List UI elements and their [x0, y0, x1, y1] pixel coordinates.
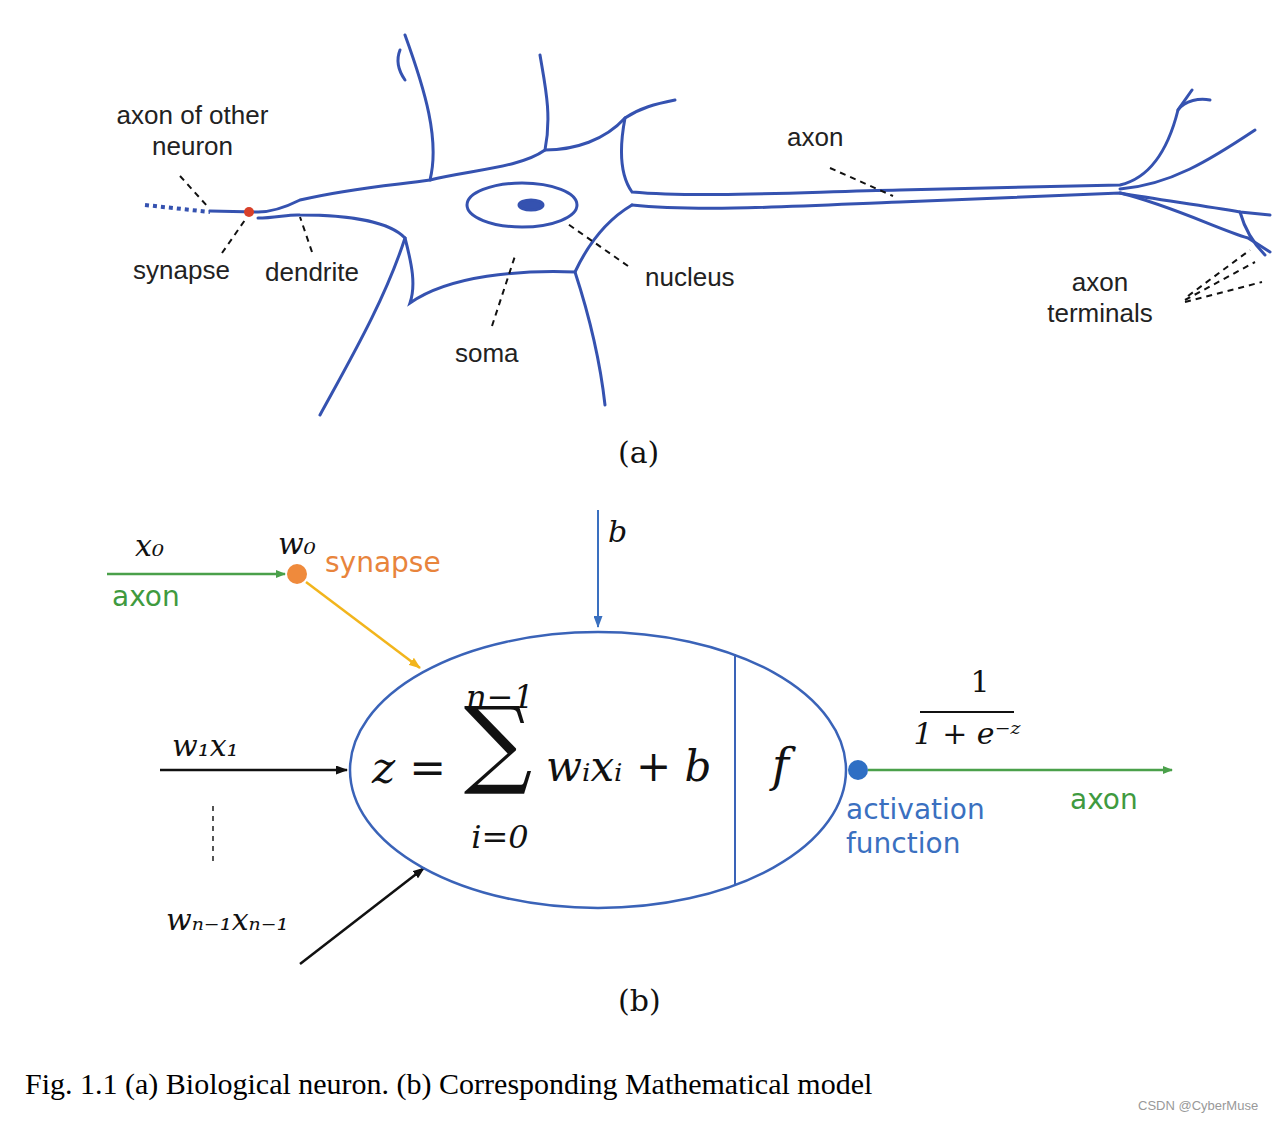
part-name: nucleus	[645, 262, 735, 293]
part-name: synapse	[133, 255, 230, 286]
fraction-denominator: 1 + e⁻ᶻ	[914, 716, 1021, 752]
neuron-body: z =n−1∑i=0wᵢxᵢ + bf	[348, 630, 848, 910]
part-name: axon of other neuron	[100, 100, 285, 162]
part-name: dendrite	[265, 257, 359, 288]
model-wires	[107, 510, 1172, 964]
bias-symbol: b	[608, 514, 627, 550]
figure-caption: Fig. 1.1 (a) Biological neuron. (b) Corr…	[25, 1066, 872, 1102]
formula-rhs: wᵢxᵢ + b	[546, 742, 711, 792]
watermark: CSDN @CyberMuse	[1138, 1098, 1258, 1114]
part-name: axon	[112, 580, 180, 614]
other-axon	[145, 205, 210, 212]
part-name: axon	[1070, 783, 1138, 817]
part-name: activation function	[846, 793, 1016, 860]
panel-label: (a)	[618, 435, 659, 471]
part-name: axon terminals	[1030, 267, 1170, 329]
input-symbol: x₀	[135, 528, 164, 564]
sum-sign: ∑	[464, 692, 533, 793]
part-name: synapse	[325, 546, 441, 580]
part-name: soma	[455, 338, 519, 369]
part-name: axon	[787, 122, 843, 153]
neuron-drawing	[210, 35, 1270, 415]
weighted-input: wₙ₋₁xₙ₋₁	[166, 902, 289, 938]
fraction-numerator: 1	[970, 664, 989, 700]
formula-lhs: z =	[372, 742, 446, 795]
synapse-dot	[244, 207, 254, 217]
activation-symbol: f	[772, 738, 789, 793]
panel-label: (b)	[618, 983, 661, 1019]
sum-lower-limit: i=0	[471, 818, 528, 856]
weighted-input: w₁x₁	[172, 728, 239, 764]
weight-symbol: w₀	[278, 526, 316, 562]
